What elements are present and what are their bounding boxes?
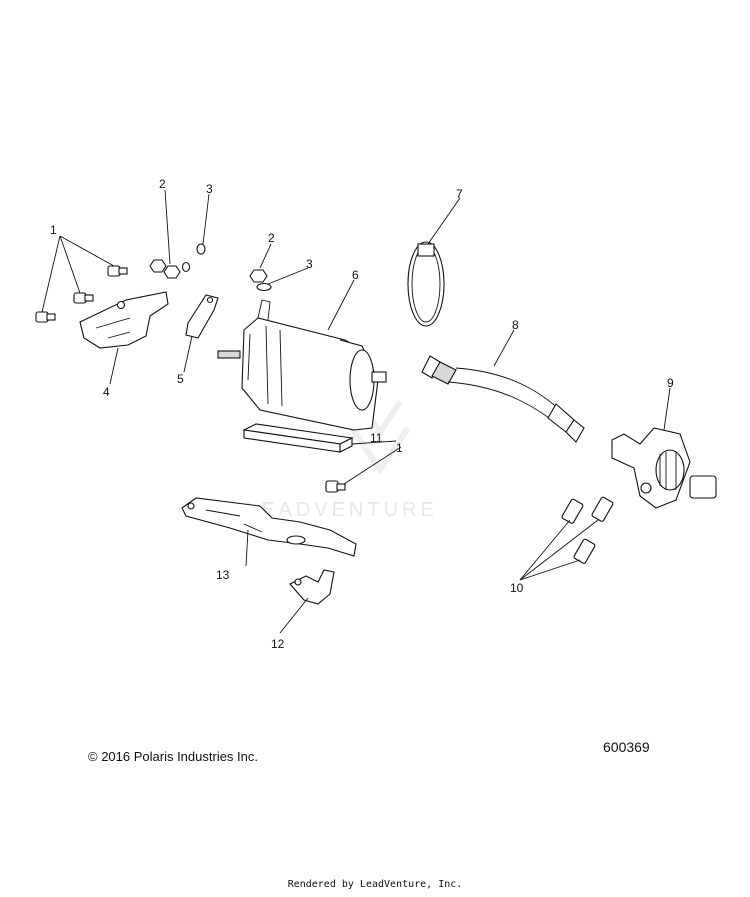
bolt-part-10c[interactable] [573, 538, 596, 564]
callout-9: 9 [667, 376, 674, 390]
washer-part-3c[interactable] [256, 282, 272, 292]
washer-part-3a[interactable] [196, 243, 206, 255]
bolt-part-1d[interactable] [325, 480, 346, 493]
starter-motor-part-6[interactable] [217, 299, 387, 431]
nut-part-2b[interactable] [149, 259, 167, 273]
callout-3: 3 [206, 182, 213, 196]
callout-4: 4 [103, 385, 110, 399]
nut-part-2c[interactable] [249, 269, 268, 283]
watermark-text: LEADVENTURE [246, 499, 438, 521]
diagram-id: 600369 [603, 739, 650, 755]
hose-clamp-part-7[interactable] [407, 241, 445, 327]
copyright-text: © 2016 Polaris Industries Inc. [88, 749, 258, 764]
callout-2: 2 [159, 177, 166, 191]
callout-11: 11 [370, 431, 383, 445]
callout-10: 10 [510, 581, 524, 595]
pad-part-11[interactable] [242, 423, 354, 453]
callout-12: 12 [271, 637, 285, 651]
callout-5: 5 [177, 372, 184, 386]
washer-part-3b[interactable] [181, 261, 191, 273]
callout-1-center: 1 [396, 441, 403, 455]
clamp-part-12[interactable] [289, 569, 335, 605]
callout-13: 13 [216, 568, 230, 582]
callout-2-motor: 2 [268, 231, 275, 245]
leader-lines [41, 189, 671, 634]
cable-part-8[interactable] [421, 355, 585, 443]
bolt-part-1a[interactable] [107, 265, 128, 277]
bracket-part-5[interactable] [185, 294, 219, 339]
callout-1: 1 [50, 223, 57, 237]
bolt-part-1b[interactable] [73, 292, 94, 304]
bolt-part-1c[interactable] [35, 311, 56, 323]
bolt-part-10b[interactable] [591, 496, 614, 522]
callout-8: 8 [512, 318, 519, 332]
bracket-part-4[interactable] [79, 291, 169, 349]
bolt-part-10a[interactable] [561, 498, 584, 524]
rendered-by-footer: Rendered by LeadVenture, Inc. [287, 879, 463, 890]
bracket-part-13[interactable] [181, 497, 357, 557]
drive-assembly-part-9[interactable] [611, 427, 717, 509]
callout-3-motor: 3 [306, 257, 313, 271]
callout-6: 6 [352, 268, 359, 282]
callout-7: 7 [456, 187, 463, 201]
nut-part-2a[interactable] [163, 265, 181, 279]
